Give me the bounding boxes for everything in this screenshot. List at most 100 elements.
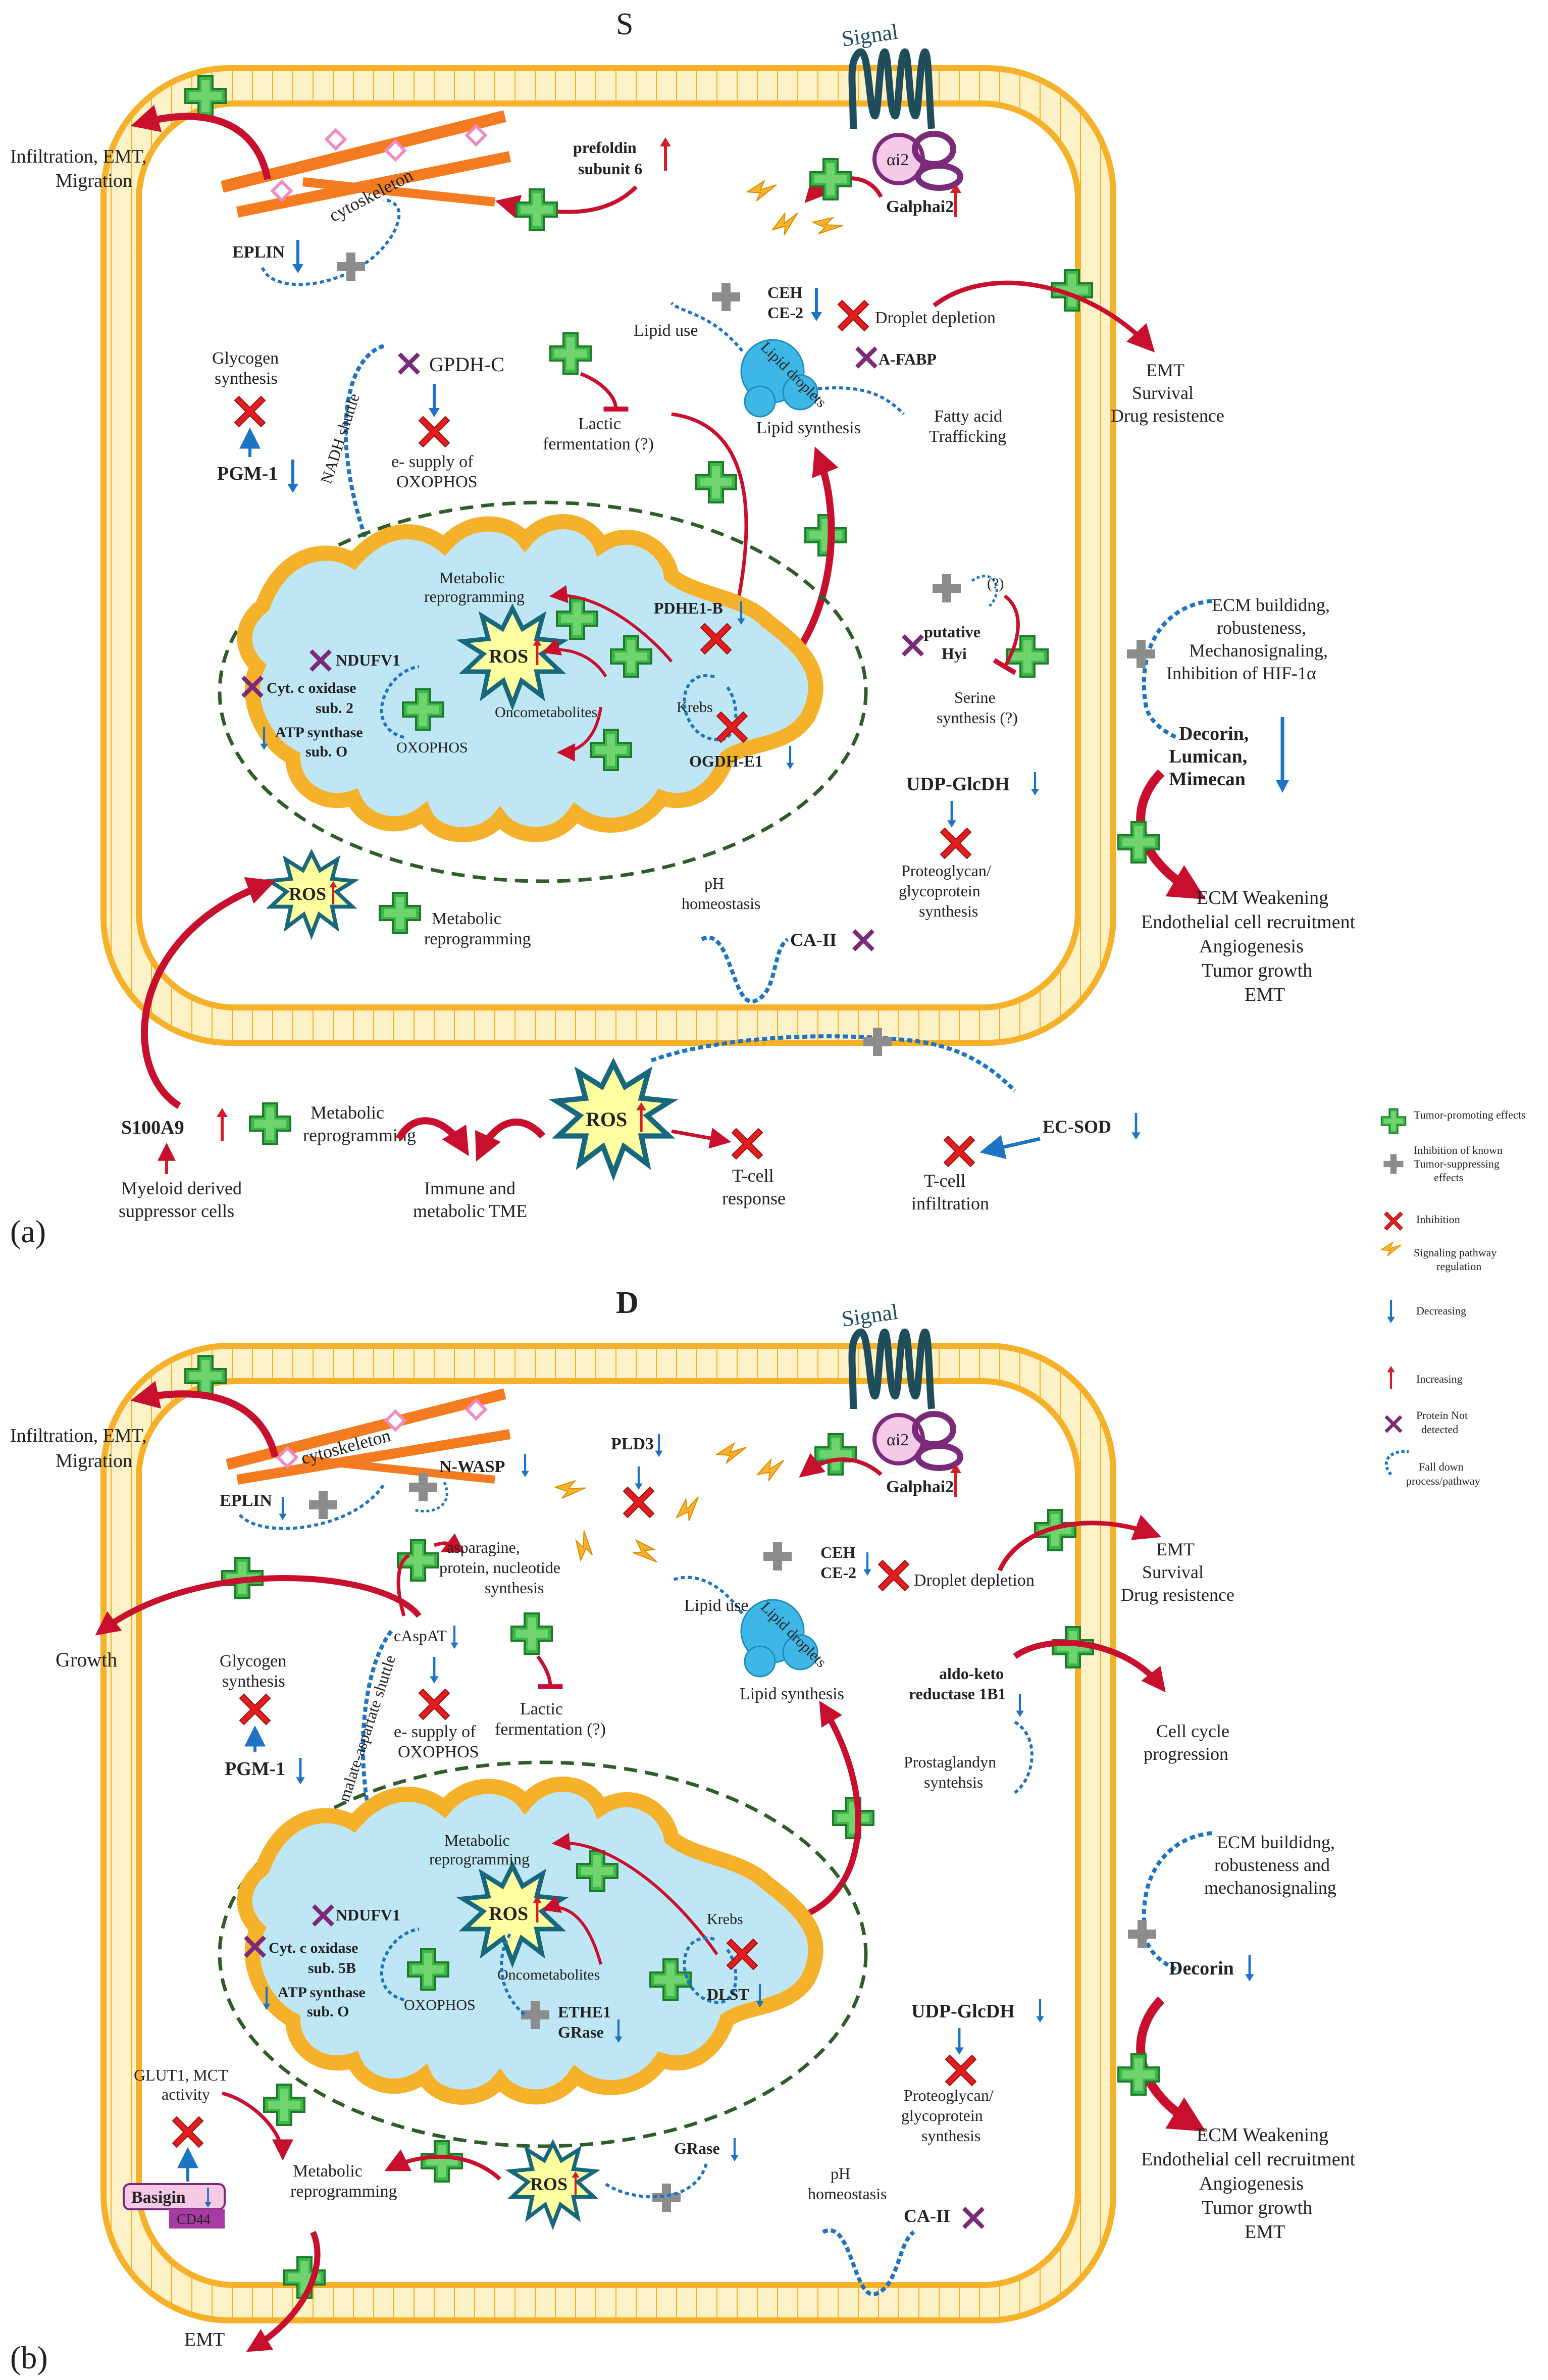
metabolic-reprog-mito-b: Metabolic xyxy=(444,1831,510,1849)
ph-label-b: pH xyxy=(831,2164,850,2183)
basigin-label-b: Basigin xyxy=(131,2188,186,2207)
atp-label-a: ATP synthase xyxy=(275,724,363,741)
inhibition-esupply-a xyxy=(419,416,450,447)
svg-text:effects: effects xyxy=(1434,1171,1463,1184)
pgm1-label-a: PGM-1 xyxy=(217,463,278,484)
svg-text:reductase 1B1: reductase 1B1 xyxy=(909,1685,1006,1703)
lactic-label-b: Lactic xyxy=(520,1700,563,1718)
eplin-label-b: EPLIN xyxy=(220,1491,272,1510)
svg-text:synthesis: synthesis xyxy=(485,1579,544,1597)
caspat-label-b: cAspAT xyxy=(394,1627,447,1645)
legend-red-x-icon xyxy=(1384,1211,1403,1231)
tcell-response-label-a: T-cell xyxy=(732,1166,774,1186)
glut-label-b: GLUT1, MCT xyxy=(134,2066,228,2084)
ca2-label-a: CA-II xyxy=(790,930,837,950)
cytc-label-b: Cyt. c oxidase xyxy=(269,1940,358,1956)
nadh-shuttle-label-a: NADH shuttle xyxy=(317,391,363,486)
svg-text:ROS: ROS xyxy=(530,2174,567,2194)
svg-text:Angiogenesis: Angiogenesis xyxy=(1199,936,1304,957)
metabolic-reprog-mito-a: Metabolic xyxy=(439,569,505,587)
inhibition-pld3-b xyxy=(623,1487,654,1518)
tcell-infiltration-label-a: T-cell xyxy=(924,1171,966,1191)
panel-b: D Signal αi2 Galphai2 PLD3 xyxy=(10,1286,1356,2375)
svg-text:Fall down: Fall down xyxy=(1419,1460,1464,1473)
svg-text:Tumor-promoting effects: Tumor-promoting effects xyxy=(1414,1108,1525,1121)
grase-label-b: GRase xyxy=(558,2023,604,2041)
svg-text:Lumican,: Lumican, xyxy=(1169,746,1247,767)
promote-icon-pdh-a xyxy=(695,461,737,503)
grase2-label-b: GRase xyxy=(674,2139,720,2157)
immune-tme-label-a: Immune and xyxy=(424,1178,515,1198)
s100a9-label-a: S100A9 xyxy=(121,1117,184,1138)
svg-text:αi2: αi2 xyxy=(887,1431,909,1449)
growth-label-b: Growth xyxy=(56,1648,117,1671)
ogdhe1-label-a: OGDH-E1 xyxy=(689,752,763,770)
glycogen-label-b: Glycogen xyxy=(220,1652,286,1670)
lipid-synthesis-label-a: Lipid synthesis xyxy=(756,419,861,437)
pld3-label-b: PLD3 xyxy=(611,1435,654,1453)
svg-text:homeostasis: homeostasis xyxy=(808,2185,887,2203)
svg-text:Tumor growth: Tumor growth xyxy=(1202,960,1312,981)
svg-text:response: response xyxy=(722,1188,786,1208)
galphai2-label-b: Galphai2 xyxy=(886,1478,954,1496)
svg-text:reprogramming: reprogramming xyxy=(424,587,525,605)
svg-text:Endothelial cell recruitment: Endothelial cell recruitment xyxy=(1141,912,1356,933)
svg-text:Tumor growth: Tumor growth xyxy=(1202,2197,1312,2218)
panel-b-label: (b) xyxy=(10,2340,48,2375)
svg-text:Survival: Survival xyxy=(1142,1562,1204,1582)
svg-text:robusteness,: robusteness, xyxy=(1217,618,1306,638)
esupply-label-b: e- supply of xyxy=(394,1723,476,1741)
svg-text:Inhibition of known: Inhibition of known xyxy=(1414,1144,1503,1156)
ndufv1-label-b: NDUFV1 xyxy=(336,1906,400,1924)
metabolic-reprog-cyto-b: Metabolic xyxy=(293,2162,363,2181)
mito-boundary-a xyxy=(218,500,868,883)
glycogen-label-a: Glycogen xyxy=(212,349,279,368)
svg-text:reprogramming: reprogramming xyxy=(424,930,531,948)
ecm-building-label-b: ECM buildidng, xyxy=(1217,1832,1335,1852)
svg-text:progression: progression xyxy=(1144,1744,1228,1764)
svg-text:ROS: ROS xyxy=(489,1903,528,1925)
udp-label-a: UDP-GlcDH xyxy=(906,774,1010,795)
asparagine-label-b: asparagine, xyxy=(447,1538,520,1556)
inhibition-esupply-b xyxy=(419,1689,450,1720)
svg-text:CE-2: CE-2 xyxy=(767,303,803,322)
not-detected-afabp-a xyxy=(855,346,878,369)
legend: Tumor-promoting effects Inhibition of kn… xyxy=(1380,1108,1525,1487)
proteoglycan-label-a: Proteoglycan/ xyxy=(901,862,991,880)
svg-text:Signal: Signal xyxy=(840,1299,900,1332)
ecm-weakening-label-b: ECM Weakening xyxy=(1197,2124,1328,2146)
svg-text:Mimecan: Mimecan xyxy=(1169,769,1246,790)
lipid-synthesis-label-b: Lipid synthesis xyxy=(740,1685,844,1703)
ethe1-label-b: ETHE1 xyxy=(558,2003,611,2021)
svg-text:glycoprotein: glycoprotein xyxy=(901,2106,983,2124)
svg-text:Endothelial cell recruitment: Endothelial cell recruitment xyxy=(1141,2149,1356,2170)
oxophos-label-mito-a: OXOPHOS xyxy=(396,739,468,756)
galphai2-label-a: Galphai2 xyxy=(886,197,954,216)
cd44-box-b xyxy=(169,2209,225,2229)
ceh-label-b: CEH xyxy=(820,1543,855,1561)
svg-text:fermentation (?): fermentation (?) xyxy=(495,1720,606,1739)
lipid-use-label-a: Lipid use xyxy=(634,321,698,340)
ceh-label-a: CEH xyxy=(767,283,802,301)
malate-shuttle-label-b: malate-aspartate shuttle xyxy=(334,1653,399,1804)
droplet-depletion-label-a: Droplet depletion xyxy=(875,309,996,327)
emt-survival-label-a: EMT xyxy=(1146,360,1184,380)
svg-text:CE-2: CE-2 xyxy=(820,1563,856,1582)
svg-text:synthesis (?): synthesis (?) xyxy=(937,708,1018,727)
svg-text:Inhibition of HIF-1α: Inhibition of HIF-1α xyxy=(1166,663,1316,683)
udp-label-b: UDP-GlcDH xyxy=(911,2001,1015,2022)
svg-text:ROS: ROS xyxy=(586,1108,627,1131)
nwasp-label-b: N-WASP xyxy=(439,1457,505,1476)
svg-text:metabolic TME: metabolic TME xyxy=(413,1201,527,1221)
svg-text:Migration: Migration xyxy=(56,1450,132,1472)
signaling-bolt-a2 xyxy=(768,209,804,239)
oncometabolites-label-a: Oncometabolites xyxy=(495,704,597,721)
svg-text:Protein Not: Protein Not xyxy=(1416,1409,1468,1422)
legend-down-arrow-icon xyxy=(1387,1300,1395,1323)
panel-a-label: (a) xyxy=(10,1213,46,1249)
atp-label-b: ATP synthase xyxy=(278,1984,366,2001)
svg-text:fermentation (?): fermentation (?) xyxy=(543,435,654,453)
svg-text:protein, nucleotide: protein, nucleotide xyxy=(439,1558,560,1577)
ca2-label-b: CA-II xyxy=(904,2206,950,2226)
svg-text:Inhibition: Inhibition xyxy=(1416,1213,1460,1226)
